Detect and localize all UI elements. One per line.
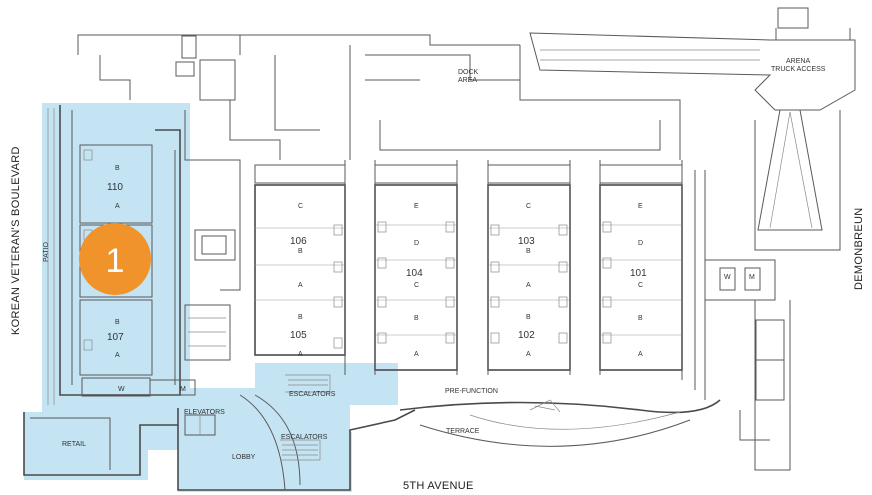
hall-104-section-e: E [414,203,419,210]
hall-110-section-a: A [115,203,120,210]
hall-104-section-c: C [414,282,419,289]
hall-104-section-b: B [414,315,419,322]
escalators-label-1: ESCALATORS [289,391,336,398]
hall-101-section-b: B [638,315,643,322]
hall-101-number: 101 [630,268,647,279]
hall-104-section-a: A [414,351,419,358]
hall-106-section-b: B [298,248,303,255]
hall-105-section-a: A [298,351,303,358]
hall-106-section-a: A [298,282,303,289]
arena-label-2: TRUCK ACCESS [771,66,826,73]
hall-107-section-b: B [115,319,120,326]
restroom-w-label: W [118,386,125,393]
hall-103-section-b: B [526,248,531,255]
lobby-area [23,374,721,491]
hall-110-number: 110 [107,182,123,193]
street-south-label: 5TH AVENUE [403,480,474,492]
hall-103-number: 103 [518,236,535,247]
restroom-m-label: M [180,386,186,393]
hall-103-section-c: C [526,203,531,210]
hall-labels: B 110 A B 107 A C 106 B A B 105 A E D 10… [107,165,647,359]
marker-circle [79,223,151,295]
street-west-label: KOREAN VETERAN'S BOULEVARD [10,146,22,335]
hall-101-section-d: D [638,240,643,247]
hall-103-section-a: A [526,282,531,289]
hall-102-number: 102 [518,330,535,341]
pre-function-label: PRE-FUNCTION [445,388,498,395]
hall-101-section-a: A [638,351,643,358]
restroom-w-east-label: W [724,274,731,281]
dock-area-label-1: DOCK [458,69,479,76]
retail-label: RETAIL [62,441,86,448]
location-marker: 1 [79,223,151,295]
patio-label: PATIO [43,241,50,262]
hall-105-number: 105 [290,330,307,341]
area-labels: DOCK AREA ARENA TRUCK ACCESS PATIO PRE-F… [43,58,826,461]
dock-area-label-2: AREA [458,77,477,84]
escalators-label-2: ESCALATORS [281,434,328,441]
marker-number: 1 [106,242,125,280]
arena-label-1: ARENA [786,58,810,65]
hall-106-section-c: C [298,203,303,210]
lobby-label: LOBBY [232,454,256,461]
hall-101-section-c: C [638,282,643,289]
hall-104-number: 104 [406,268,423,279]
building-outline [47,7,856,471]
terrace-label: TERRACE [446,428,480,435]
hall-106-number: 106 [290,236,307,247]
hall-102-section-b: B [526,314,531,321]
restroom-m-east-label: M [749,274,755,281]
hall-110-section-b: B [115,165,120,172]
hall-107-section-a: A [115,352,120,359]
street-labels: KOREAN VETERAN'S BOULEVARD 5TH AVENUE DE… [10,146,865,492]
street-east-label: DEMONBREUN [853,208,865,290]
hall-102-section-a: A [526,351,531,358]
hall-101-section-e: E [638,203,643,210]
hall-104-section-d: D [414,240,419,247]
elevators-label: ELEVATORS [184,409,225,416]
hall-105-section-b: B [298,314,303,321]
hall-107-number: 107 [107,332,124,343]
